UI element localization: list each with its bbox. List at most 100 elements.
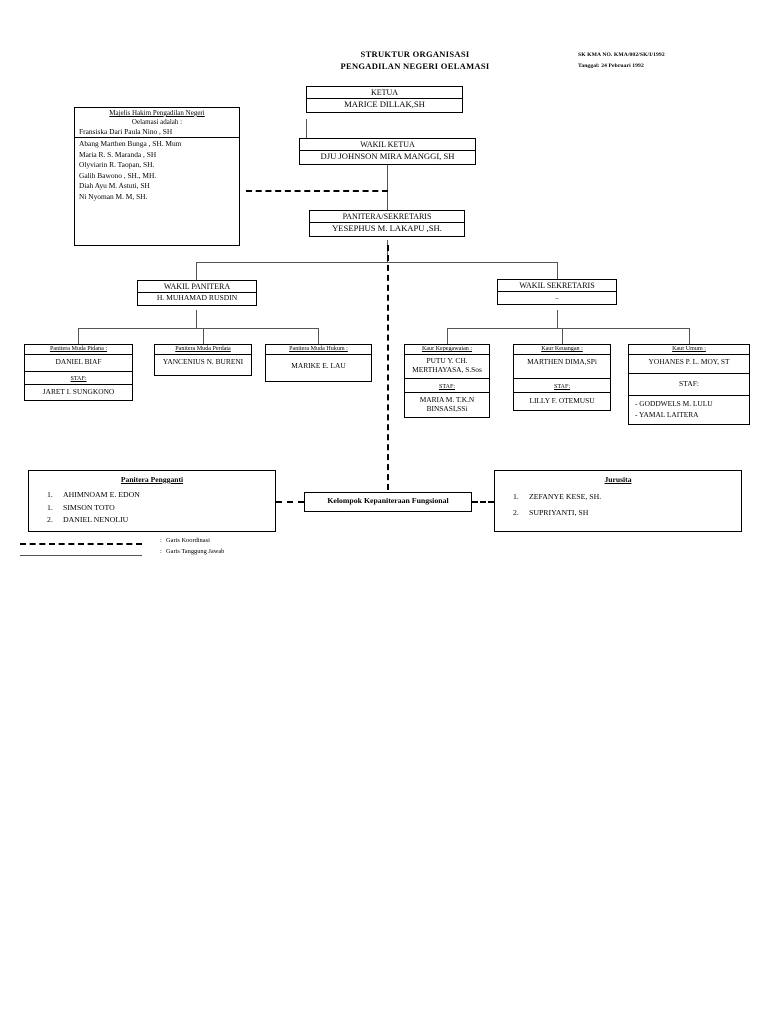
panitera-pengganti-title: Panitera Pengganti xyxy=(120,475,184,484)
connector-wakil-sekretaris-down xyxy=(557,310,558,328)
node-wakil-ketua-title: WAKIL KETUA xyxy=(300,139,475,152)
list-item-number: 1. xyxy=(513,492,519,501)
list-item: 1. ZEFANYE KESE, SH. xyxy=(495,489,741,505)
legend-row-responsibility: : Garis Tanggung Jawab xyxy=(20,548,280,560)
node-pm-pidana-name: DANIEL BIAF xyxy=(55,357,102,366)
node-panitera-muda-perdata: Panitera Muda Perdata YANCENIUS N. BUREN… xyxy=(154,344,252,376)
connector-wakil-ketua-to-panitera xyxy=(387,164,388,210)
connector-down-kaur-keuangan xyxy=(562,328,563,344)
list-item-label: SUPRIYANTI, SH xyxy=(529,508,589,518)
decree-number: SK KMA NO. KMA/002/SK/I/1992 xyxy=(578,52,665,58)
node-kaur-umum-staff-label: STAF: xyxy=(629,372,749,397)
list-item: 1. SIMSON TOTO xyxy=(29,502,275,515)
node-kaur-keuangan-staff-label: STAF: xyxy=(514,377,610,393)
list-item-label: SIMSON TOTO xyxy=(63,502,115,512)
node-panitera-muda-hukum: Panitera Muda Hukum : MARIKE E. LAU xyxy=(265,344,372,382)
connector-horizontal-panitera-muda xyxy=(78,328,318,329)
legend-colon: : xyxy=(160,548,162,555)
page-title: STRUKTUR ORGANISASI PENGADILAN NEGERI OE… xyxy=(300,48,530,73)
connector-horizontal-wakil-level xyxy=(196,262,558,263)
legend-row-coordination: : Garis Koordinasi xyxy=(20,537,280,549)
node-kaur-umum-title: Kaur Umum : xyxy=(629,345,749,355)
node-panitera-sekretaris-title: PANITERA/SEKRETARIS xyxy=(310,211,464,224)
coordination-line-jurusita xyxy=(472,501,494,503)
connector-down-kaur-umum xyxy=(689,328,690,344)
node-wakil-ketua-name: DJU JOHNSON MIRA MANGGI, SH xyxy=(320,151,455,162)
node-kaur-kepegawaian-staff-1: MARIA M. T.K.N BINSASI,SSi xyxy=(419,395,475,413)
list-item: Maria R. S. Maranda , SH xyxy=(79,149,157,159)
legend-colon: : xyxy=(160,537,162,544)
node-panitera-sekretaris: PANITERA/SEKRETARIS YESEPHUS M. LAKAPU ,… xyxy=(309,210,465,238)
node-kaur-keuangan-staff-1: LILLY F. OTEMUSU xyxy=(529,395,595,405)
judges-panel-heading: Majelis Hakim Pengadilan Negeri Oelamasi… xyxy=(75,108,239,127)
solid-line-sample xyxy=(20,555,142,556)
node-kaur-kepegawaian-name: PUTU Y. CH. MERTHAYASA, S.Sos xyxy=(412,356,482,374)
node-pm-pidana-staff-label: STAF: xyxy=(25,370,132,385)
list-item-number: 2. xyxy=(47,515,53,525)
node-kaur-keuangan: Kaur Keuangan : MARTHEN DIMA,SPi STAF: L… xyxy=(513,344,611,412)
title-line-2: PENGADILAN NEGERI OELAMASI xyxy=(340,61,490,72)
connector-ketua-to-wakil-ketua xyxy=(306,119,307,139)
list-item-number: 2. xyxy=(513,508,519,518)
coordination-line-panitera-pengganti xyxy=(276,501,304,503)
legend: : Garis Koordinasi : Garis Tanggung Jawa… xyxy=(20,537,280,560)
node-wakil-sekretaris-name: .. xyxy=(555,292,559,302)
judges-heading-line-1: Majelis Hakim Pengadilan Negeri xyxy=(109,109,205,117)
connector-down-kaur-kepegawaian xyxy=(447,328,448,344)
node-kaur-umum: Kaur Umum : YOHANES P. L. MOY, ST STAF: … xyxy=(628,344,750,426)
connector-wakil-panitera-down xyxy=(196,310,197,328)
judges-heading-line-2: Oelamasi adalah : xyxy=(131,118,183,127)
list-item: Olyviarin R. Taopan, SH. xyxy=(79,160,155,170)
node-kelompok-fungsional: Kelompok Kepaniteraan Fungsional xyxy=(304,492,472,512)
list-item-number: 1. xyxy=(47,502,53,512)
list-item: Diah Ayu M. Astuti, SH xyxy=(79,181,150,191)
node-kaur-keuangan-title: Kaur Keuangan : xyxy=(514,345,610,355)
node-pm-pidana-title: Panitera Muda Pidana : xyxy=(25,345,132,355)
node-ketua-title: KETUA xyxy=(307,87,462,100)
node-panitera-sekretaris-name: YESEPHUS M. LAKAPU ,SH. xyxy=(332,223,442,234)
node-wakil-sekretaris-title: WAKIL SEKRETARIS xyxy=(498,280,616,293)
node-pm-perdata-title: Panitera Muda Perdata xyxy=(155,345,251,355)
decree-date: Tanggal: 24 Pebruari 1992 xyxy=(578,62,644,69)
connector-down-pm-perdata xyxy=(203,328,204,344)
connector-down-wakil-panitera xyxy=(196,262,197,280)
node-pm-hukum-name: MARIKE E. LAU xyxy=(291,361,346,370)
node-pm-perdata-name: YANCENIUS N. BURENI xyxy=(162,357,244,366)
kelompok-label: Kelompok Kepaniteraan Fungsional xyxy=(327,496,449,505)
node-kaur-kepegawaian-staff-label: STAF: xyxy=(405,378,489,394)
title-line-1: STRUKTUR ORGANISASI xyxy=(360,49,470,59)
list-item: Ni Nyoman M. M, SH. xyxy=(79,191,148,201)
node-jurusita: Jurusita 1. ZEFANYE KESE, SH. 2. SUPRIYANT… xyxy=(494,470,742,532)
node-wakil-panitera-title: WAKIL PANITERA xyxy=(138,281,256,294)
node-ketua: KETUA MARICE DILLAK,SH xyxy=(306,86,463,114)
list-item-label: ZEFANYE KESE, SH. xyxy=(529,492,602,501)
judge-chairman: Fransiska Dari Paula Nino , SH xyxy=(75,127,239,139)
connector-down-pm-pidana xyxy=(78,328,79,344)
legend-label-responsibility: Garis Tanggung Jawab xyxy=(166,548,225,555)
jurusita-title: Jurusita xyxy=(604,475,632,484)
node-ketua-name: MARICE DILLAK,SH xyxy=(344,99,425,110)
list-item-number: 1. xyxy=(47,490,53,499)
list-item: 2.DANIEL NENOLIU xyxy=(29,514,275,527)
legend-label-coordination: Garis Koordinasi xyxy=(166,537,210,544)
node-wakil-panitera-name: H. MUHAMAD RUSDIN xyxy=(156,293,238,303)
list-item: 1.AHIMNOAM E. EDON xyxy=(29,489,275,502)
connector-down-wakil-sekretaris xyxy=(557,262,558,280)
judges-list: Abang Marthen Bunga , SH. Mum Maria R. S… xyxy=(75,138,239,202)
node-panitera-pengganti: Panitera Pengganti 1.AHIMNOAM E. EDON 1.… xyxy=(28,470,276,532)
node-kaur-umum-staff-1: - GODDWELS M. LULU xyxy=(635,399,713,409)
node-kaur-kepegawaian: Kaur Kepegawaian : PUTU Y. CH. MERTHAYAS… xyxy=(404,344,490,419)
node-kaur-kepegawaian-title: Kaur Kepegawaian : xyxy=(405,345,489,355)
list-item: Galih Bawono , SH., MH. xyxy=(79,170,157,180)
node-kaur-umum-name: YOHANES P. L. MOY, ST xyxy=(648,357,730,366)
judges-panel: Majelis Hakim Pengadilan Negeri Oelamasi… xyxy=(74,107,240,246)
connector-down-pm-hukum xyxy=(318,328,319,344)
node-wakil-ketua: WAKIL KETUA DJU JOHNSON MIRA MANGGI, SH xyxy=(299,138,476,166)
node-wakil-sekretaris: WAKIL SEKRETARIS .. xyxy=(497,279,617,305)
list-item: Abang Marthen Bunga , SH. Mum xyxy=(79,139,182,149)
node-pm-pidana-staff-1: JARET I. SUNGKONO xyxy=(42,386,115,396)
node-kaur-keuangan-name: MARTHEN DIMA,SPi xyxy=(527,357,597,366)
node-wakil-panitera: WAKIL PANITERA H. MUHAMAD RUSDIN xyxy=(137,280,257,306)
dashed-line-sample xyxy=(20,543,142,545)
node-panitera-muda-pidana: Panitera Muda Pidana : DANIEL BIAF STAF:… xyxy=(24,344,133,402)
